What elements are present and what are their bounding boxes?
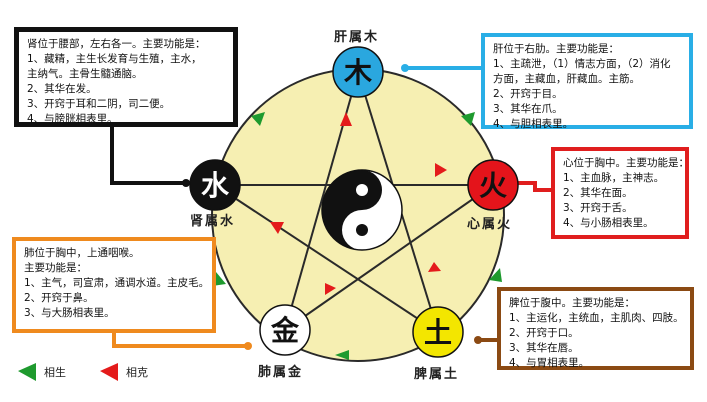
spleen-line: 2、开窍于口。 xyxy=(509,327,579,339)
node-water-char: 水 xyxy=(201,169,230,202)
restrain-arrow-earth-water xyxy=(270,222,284,234)
label-metal: 肺属金 xyxy=(258,365,304,380)
kidney-line: 4、与膀胱相表里。 xyxy=(27,113,118,125)
lung-line: 3、与大肠相表里。 xyxy=(24,307,115,319)
connector-dot-water xyxy=(182,179,190,187)
kidney-line: 2、其华在发。 xyxy=(27,83,97,95)
connector-metal xyxy=(112,333,248,348)
lung-line: 1、主气，司宣肃，通调水道。主皮毛。 xyxy=(24,277,210,289)
info-box-liver: 肝位于右肋。主要功能是： 1、主疏泄，（1）情志方面，（2）消化 方面，主藏血，… xyxy=(481,33,693,130)
generate-arrow-water-wood xyxy=(251,112,265,126)
restrain-arrow-fire-metal xyxy=(325,283,336,295)
connector-dot-wood xyxy=(401,64,409,72)
kidney-line: 肾位于腰部，左右各一。主要功能是： xyxy=(27,38,206,50)
info-box-kidney: 肾位于腰部，左右各一。主要功能是： 1、藏精，主生长发育与生殖，主水， 主纳气。… xyxy=(14,27,238,127)
generate-arrow-wood-fire xyxy=(461,112,475,126)
node-wood-char: 木 xyxy=(343,56,372,89)
lung-line: 2、开窍于鼻。 xyxy=(24,292,94,304)
node-earth-char: 土 xyxy=(424,316,452,349)
legend-generate-label: 相生 xyxy=(44,366,66,379)
restrain-arrow-wood-earth xyxy=(428,262,441,272)
spleen-line: 3、其华在唇。 xyxy=(509,342,579,354)
heart-line: 3、开窍于舌。 xyxy=(563,202,633,214)
connector-fire xyxy=(513,181,551,192)
generate-arrows xyxy=(212,112,502,360)
heart-line: 心位于胸中。主要功能是： xyxy=(563,157,689,169)
liver-line: 1、主疏泄，（1）情志方面，（2）消化 xyxy=(493,58,671,70)
connector-dot-metal xyxy=(244,342,252,350)
info-box-heart: 心位于胸中。主要功能是： 1、主血脉，主神志。 2、其华在面。 3、开窍于舌。 … xyxy=(551,147,689,239)
liver-line: 2、开窍于目。 xyxy=(493,88,563,100)
heart-line: 4、与小肠相表里。 xyxy=(563,217,654,229)
info-box-spleen: 脾位于腹中。主要功能是： 1、主运化，主统血，主肌肉、四肢。 2、开窍于口。 3… xyxy=(497,287,694,370)
heart-line: 1、主血脉，主神志。 xyxy=(563,172,665,184)
restrain-arrow-water-fire xyxy=(435,163,447,177)
generate-arrow-fire-earth xyxy=(489,268,502,282)
connector-water xyxy=(110,127,186,185)
generate-arrow-earth-metal xyxy=(335,350,349,360)
node-fire: 火 xyxy=(467,159,519,211)
label-earth: 脾属土 xyxy=(414,367,460,382)
kidney-line: 3、开窍于耳和二阴，司二便。 xyxy=(27,98,171,110)
lung-line: 主要功能是： xyxy=(24,262,87,274)
restrain-arrows xyxy=(270,112,447,295)
lung-line: 肺位于胸中，上通咽喉。 xyxy=(24,247,140,259)
legend-restrain-label: 相克 xyxy=(126,366,148,379)
restrain-arrow-metal-wood xyxy=(340,112,352,126)
node-metal: 金 xyxy=(259,304,311,356)
label-wood: 肝属木 xyxy=(334,30,380,45)
liver-line: 方面，主藏血，肝藏血。主筋。 xyxy=(493,73,640,85)
node-fire-char: 火 xyxy=(479,169,507,202)
connector-dot-earth xyxy=(474,336,482,344)
liver-line: 3、其华在爪。 xyxy=(493,103,563,115)
yin-yang-symbol xyxy=(321,169,403,251)
kidney-line: 主纳气。主骨生髓通脑。 xyxy=(27,68,143,80)
node-metal-char: 金 xyxy=(270,314,300,347)
info-box-lung: 肺位于胸中，上通咽喉。 主要功能是： 1、主气，司宣肃，通调水道。主皮毛。 2、… xyxy=(12,237,216,333)
node-water: 水 xyxy=(189,159,241,211)
heart-line: 2、其华在面。 xyxy=(563,187,633,199)
label-fire: 心属火 xyxy=(467,217,513,232)
spleen-line: 4、与胃相表里。 xyxy=(509,357,590,369)
label-water: 肾属水 xyxy=(190,214,236,229)
spleen-line: 1、主运化，主统血，主肌肉、四肢。 xyxy=(509,312,684,324)
legend-generate-arrow xyxy=(18,363,36,381)
legend-restrain-arrow xyxy=(100,363,118,381)
kidney-line: 1、藏精，主生长发育与生殖，主水， xyxy=(27,53,202,65)
node-earth: 土 xyxy=(412,306,464,358)
liver-line: 4、与胆相表里。 xyxy=(493,118,574,130)
node-wood: 木 xyxy=(332,46,384,98)
liver-line: 肝位于右肋。主要功能是： xyxy=(493,43,619,55)
spleen-line: 脾位于腹中。主要功能是： xyxy=(509,297,635,309)
